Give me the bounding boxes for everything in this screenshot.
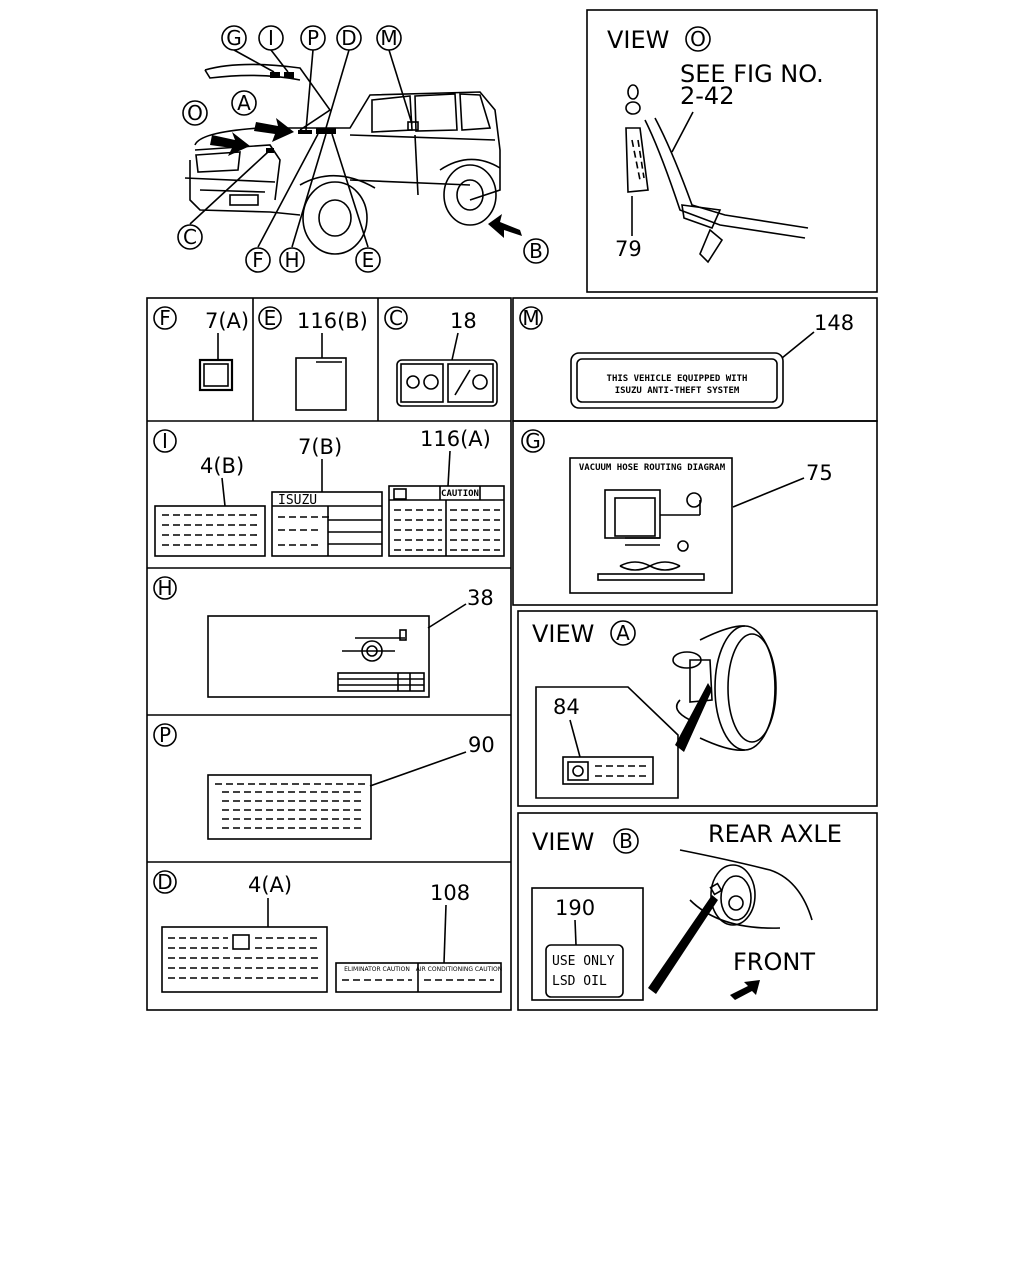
- view-o-note-line1: SEE FIG NO.: [680, 60, 824, 88]
- callout-d: D: [336, 25, 362, 51]
- svg-text:B: B: [529, 239, 543, 263]
- view-b-label-line2: LSD OIL: [552, 974, 607, 989]
- panel-g-diagram-title: VACUUM HOSE ROUTING DIAGRAM: [579, 463, 726, 473]
- panel-m-label-line2: ISUZU ANTI-THEFT SYSTEM: [615, 386, 740, 396]
- panel-e: E 116(B): [258, 306, 368, 411]
- view-o-title: VIEW: [607, 26, 669, 54]
- svg-text:C: C: [183, 225, 197, 249]
- svg-text:C: C: [389, 306, 403, 330]
- panel-i-part-b: 7(B): [298, 435, 342, 459]
- svg-text:H: H: [284, 248, 299, 272]
- panel-i-brand: ISUZU: [278, 493, 317, 508]
- panel-e-part: 116(B): [297, 309, 368, 333]
- view-a-title: VIEW: [532, 620, 594, 648]
- callout-f: F: [245, 247, 271, 273]
- callout-p: P: [300, 25, 326, 51]
- view-b-heading: REAR AXLE: [708, 820, 842, 848]
- callout-a: A: [231, 90, 257, 116]
- view-b-panel: VIEW B REAR AXLE FRONT 190 USE ONLY LSD …: [517, 812, 878, 1011]
- panel-m: M 148 THIS VEHICLE EQUIPPED WITH ISUZU A…: [519, 306, 854, 409]
- svg-text:D: D: [341, 26, 356, 50]
- callout-b: B: [523, 238, 549, 264]
- view-o-letter: O: [690, 27, 706, 51]
- panel-i: I 4(B) 7(B) 116(A) ISUZU CAUTION: [153, 427, 505, 557]
- svg-text:F: F: [159, 306, 171, 330]
- svg-text:I: I: [162, 429, 168, 453]
- view-b-direction: FRONT: [733, 948, 815, 976]
- callout-i: I: [258, 25, 284, 51]
- callout-e: E: [355, 247, 381, 273]
- panel-i-part-a: 4(B): [200, 454, 244, 478]
- panel-d-part-a: 4(A): [248, 873, 292, 897]
- label-grid: [146, 297, 878, 1011]
- panel-h-part: 38: [467, 586, 494, 610]
- panel-f-part: 7(A): [205, 309, 249, 333]
- svg-text:M: M: [522, 306, 539, 330]
- view-b-label-line1: USE ONLY: [552, 954, 615, 969]
- callout-o: O: [182, 100, 208, 126]
- view-b-part: 190: [555, 896, 595, 920]
- panel-i-part-c: 116(A): [420, 427, 491, 451]
- view-o-note-line2: 2-42: [680, 82, 734, 110]
- panel-h: H 38: [153, 576, 494, 698]
- svg-text:G: G: [226, 26, 242, 50]
- view-b-title: VIEW: [532, 828, 594, 856]
- panel-p: P 90: [153, 723, 495, 840]
- view-a-panel: VIEW A 84: [517, 610, 878, 807]
- svg-text:H: H: [157, 576, 172, 600]
- callout-c: C: [177, 224, 203, 250]
- svg-text:F: F: [252, 248, 264, 272]
- svg-text:E: E: [362, 248, 375, 272]
- vehicle-overview: G I P D M O A C F H E B: [177, 25, 549, 273]
- svg-text:I: I: [268, 26, 274, 50]
- svg-text:E: E: [264, 306, 277, 330]
- callout-h: H: [279, 247, 305, 273]
- panel-g: G 75 VACUUM HOSE ROUTING DIAGRAM: [521, 429, 833, 594]
- panel-m-part: 148: [814, 311, 854, 335]
- panel-d-sub2: AIR CONDITIONING CAUTION: [416, 966, 503, 973]
- view-b-letter: B: [619, 829, 633, 853]
- svg-text:D: D: [157, 870, 172, 894]
- callout-g: G: [221, 25, 247, 51]
- panel-d: D 4(A) 108 ELIMINATOR CAUTION AIR CONDIT…: [153, 870, 503, 993]
- panel-g-part: 75: [806, 461, 833, 485]
- svg-text:M: M: [380, 26, 397, 50]
- svg-text:P: P: [159, 723, 171, 747]
- svg-text:A: A: [237, 91, 251, 115]
- svg-text:O: O: [187, 101, 203, 125]
- callout-m: M: [376, 25, 402, 51]
- panel-i-caution: CAUTION: [441, 489, 479, 499]
- view-a-letter: A: [616, 621, 630, 645]
- panel-d-sub1: ELIMINATOR CAUTION: [344, 966, 410, 973]
- panel-p-part: 90: [468, 733, 495, 757]
- panel-m-label-line1: THIS VEHICLE EQUIPPED WITH: [607, 374, 748, 384]
- panel-c-part: 18: [450, 309, 477, 333]
- panel-d-part-b: 108: [430, 881, 470, 905]
- panel-f: F 7(A): [153, 306, 249, 392]
- view-a-part: 84: [553, 695, 580, 719]
- svg-text:P: P: [307, 26, 319, 50]
- svg-text:G: G: [525, 429, 541, 453]
- view-o-part: 79: [615, 237, 642, 261]
- panel-c: C 18: [384, 306, 498, 407]
- view-o-panel: VIEW O SEE FIG NO. 2-42 79: [586, 9, 878, 293]
